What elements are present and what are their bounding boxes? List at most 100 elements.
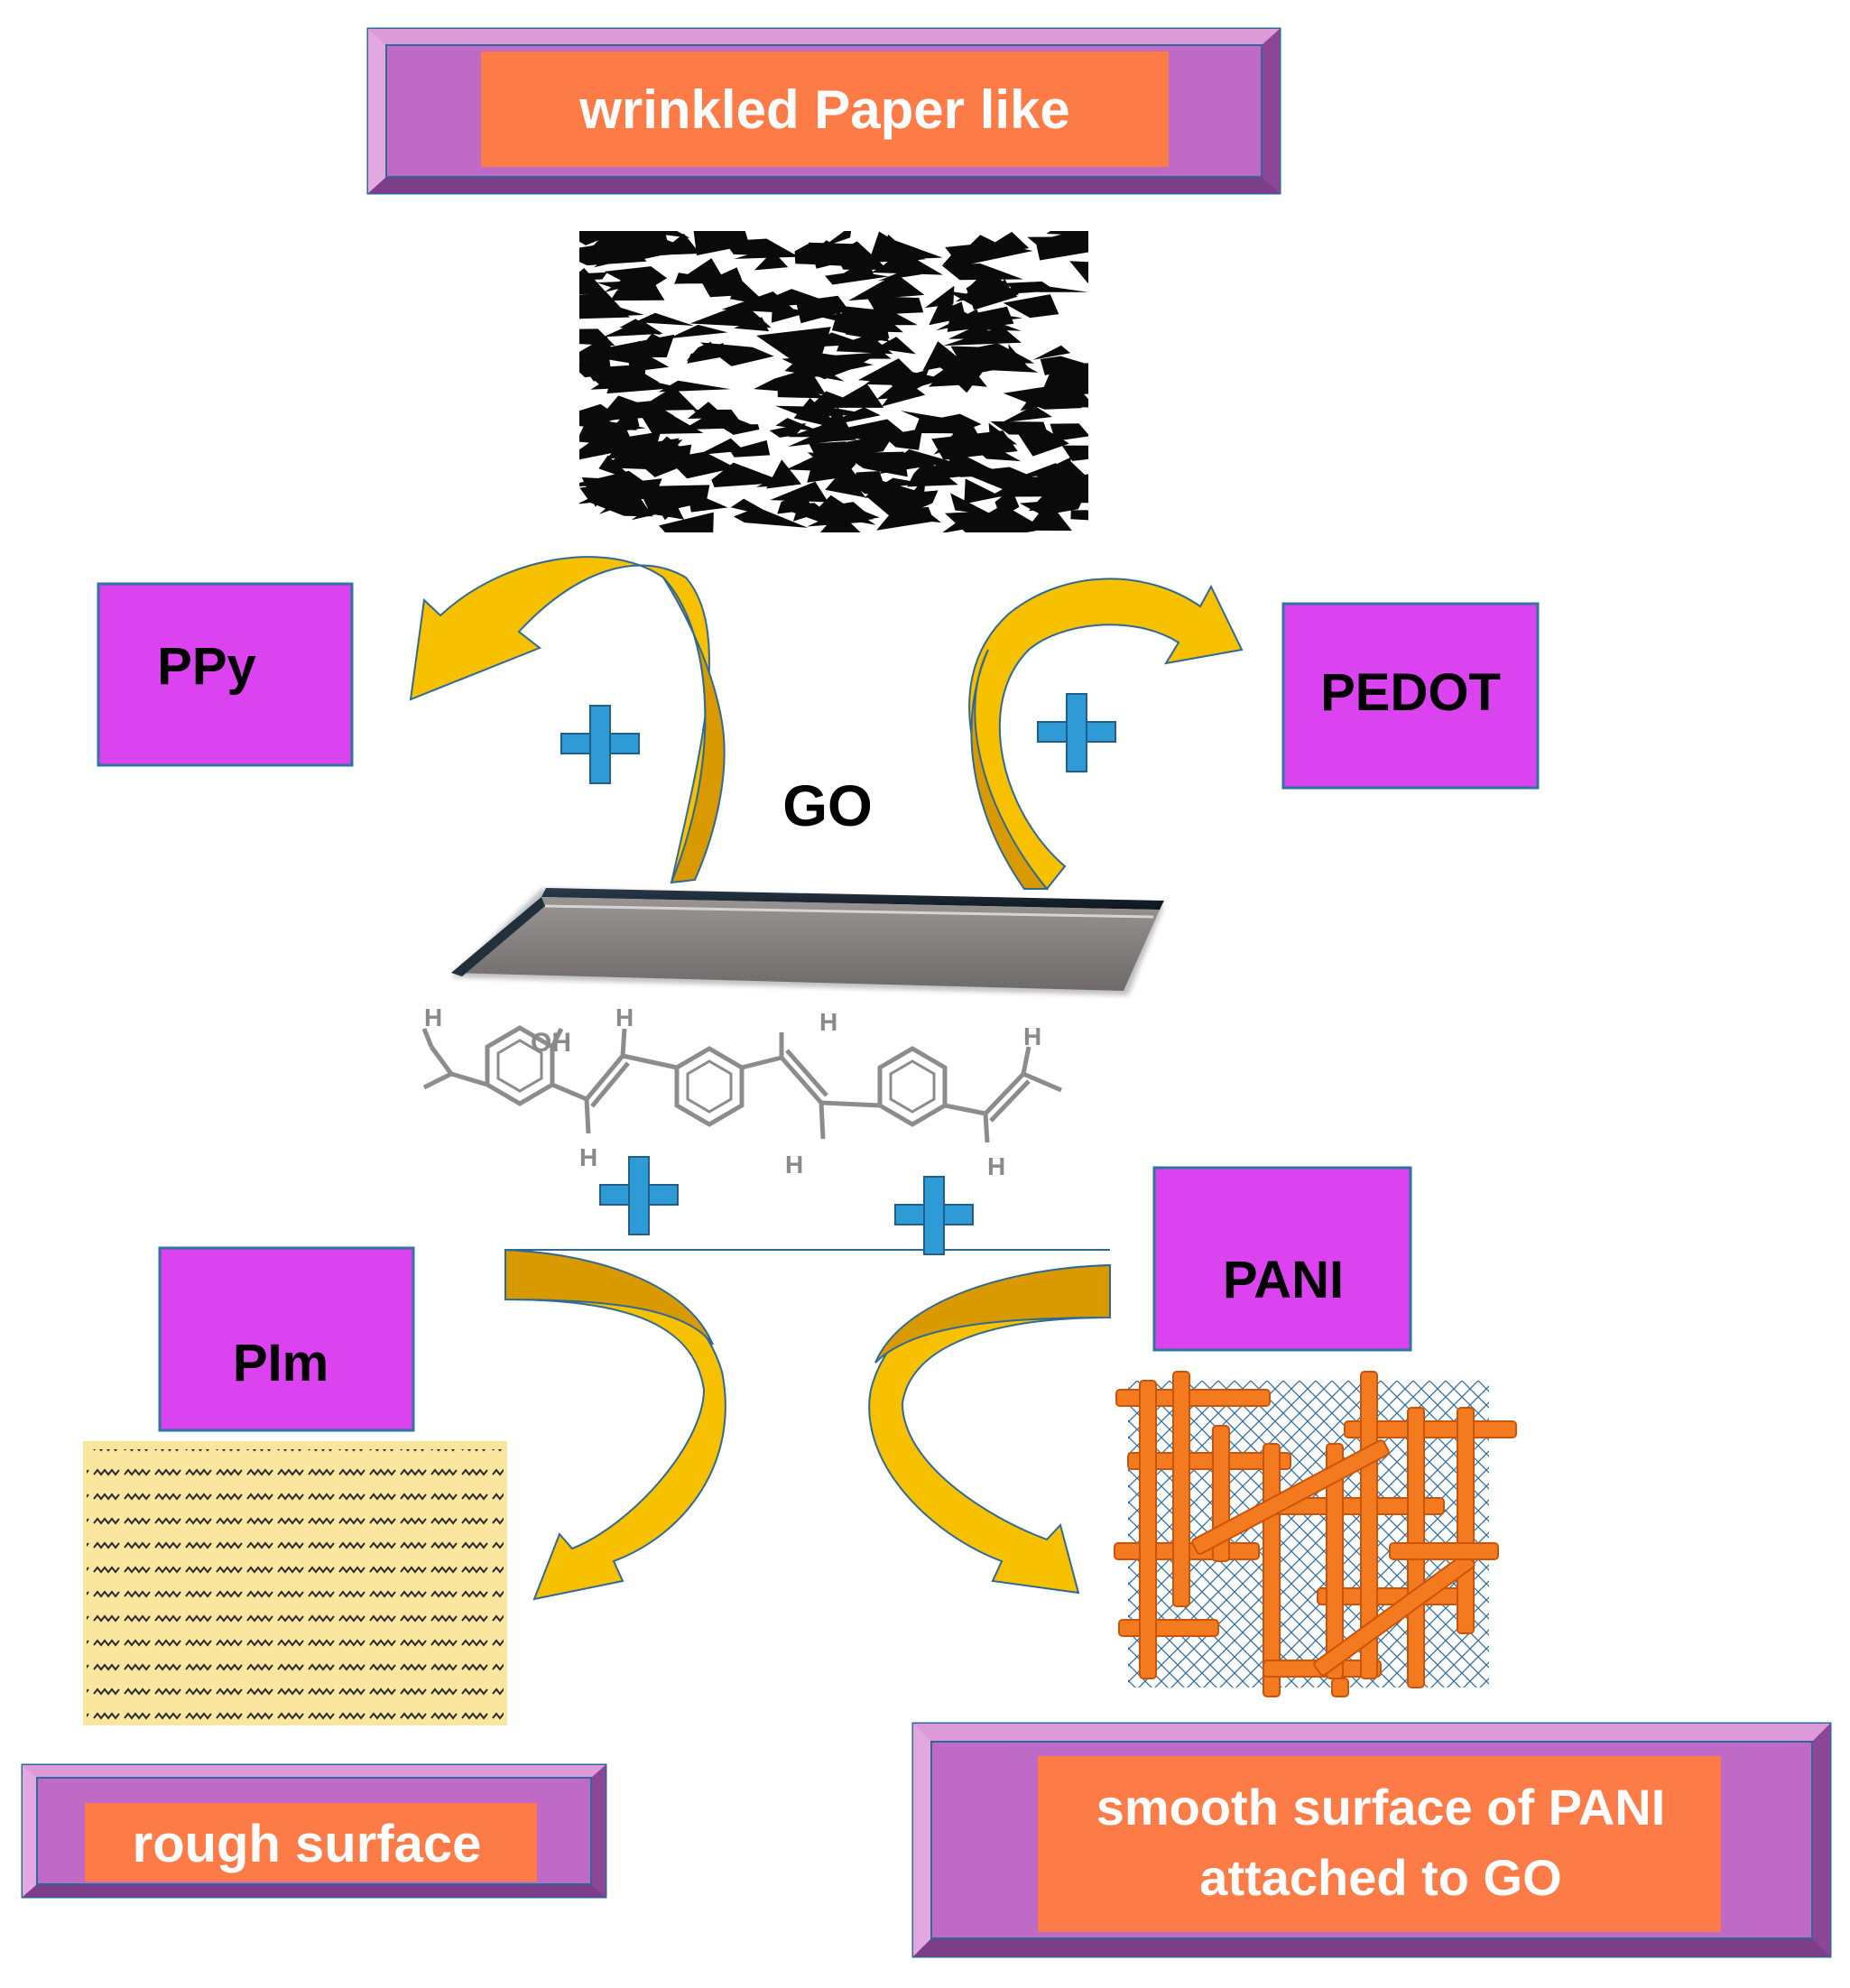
paper-shard [964,478,1002,504]
paper-shard [579,291,630,319]
paper-shard [687,489,728,513]
paper-shard [890,503,941,522]
paper-shard [1001,405,1052,423]
paper-shard [659,512,714,532]
pani-rod [1127,1452,1291,1470]
paper-shard [625,231,691,264]
paper-shard [774,289,830,307]
paper-shard [862,350,892,359]
paper-shard [641,414,704,434]
paper-shard [988,422,1017,446]
paper-shard [948,442,981,455]
paper-shard [724,238,799,256]
paper-shard [871,253,943,275]
pani-rod [1457,1407,1475,1634]
banner-bottom-right-line2: attached to GO [1199,1849,1561,1906]
paper-shard [788,423,864,447]
paper-shard [994,489,1020,518]
paper-shard [972,443,1022,462]
go-label: GO [782,773,873,838]
paper-shard [1069,261,1088,283]
paper-shard [845,503,880,522]
paper-shard [1063,368,1088,392]
banner-smooth-surface: smooth surface of PANI attached to GO [911,1722,1832,1958]
paper-shard [828,458,865,485]
paper-shard [866,490,939,520]
paper-shard [1005,281,1057,293]
paper-shard [913,414,961,434]
box-pim-label: PIm [233,1334,328,1392]
paper-shard [579,470,649,486]
banner-bottom-right-line1: smooth surface of PANI [1096,1779,1666,1835]
paper-shard [1061,445,1088,461]
paper-shard [901,411,976,434]
paper-shard [579,239,647,266]
paper-shard [616,340,666,358]
plus-icon [894,1176,974,1255]
paper-shard [793,397,843,430]
paper-shard [957,347,1039,373]
paper-shard [652,487,679,521]
paper-shard [1028,489,1075,512]
paper-shard [610,279,665,301]
paper-shard [990,421,1049,435]
pani-rod-network [1114,1371,1517,1697]
paper-shard [730,498,780,519]
paper-shard [1018,427,1069,457]
go-plate [451,888,1164,995]
paper-shard [634,312,695,326]
paper-shard [966,272,1005,296]
box-pani-label: PANI [1223,1251,1344,1309]
structure-atom-labels: H OH H H H H H H [424,1003,1041,1180]
paper-shard [598,491,634,514]
rough-surface-image [83,1441,507,1725]
arrow-to-rough-surface [504,1248,1110,1601]
paper-shard [954,453,994,471]
paper-shard [784,356,845,382]
paper-shard [641,333,669,347]
paper-shard [853,471,884,491]
paper-shard [825,384,884,408]
paper-shard [712,267,743,281]
atom-h: H [615,1003,634,1031]
paper-shard [702,275,743,298]
paper-shard [1040,356,1088,375]
arrow-to-smooth-surface [868,1263,1111,1595]
atom-h: H [819,1008,837,1036]
paper-shard [668,324,728,339]
paper-shard [907,459,958,487]
paper-shard [942,510,993,532]
paper-shard [985,515,1036,532]
paper-shard [878,448,954,475]
paper-shard [1070,510,1088,521]
paper-shard [594,395,661,424]
paper-shard [598,455,637,483]
box-pedot: PEDOT [1281,602,1540,790]
paper-shard [580,365,660,384]
arrow-to-pedot [968,578,1244,891]
banner-top-text: wrinkled Paper like [578,79,1070,140]
paper-shard [834,241,889,270]
paper-shard [809,441,856,460]
paper-shard [674,273,731,284]
paper-shard [1050,423,1088,441]
paper-shard [579,336,615,359]
paper-shard [579,231,613,245]
paper-shard [579,268,606,295]
paper-shard [1035,231,1088,261]
atom-h: H [579,1143,597,1171]
paper-shard [634,386,698,411]
pani-rod [1331,1678,1349,1697]
paper-shard [875,477,924,489]
paper-shard [881,378,926,407]
paper-shard [848,273,925,301]
pani-rod [1191,1439,1390,1555]
paper-shard [958,235,1014,256]
paper-shard [689,302,772,328]
box-pani: PANI [1152,1166,1412,1352]
paper-shard [775,418,823,433]
paper-shard [837,334,893,355]
paper-shard [924,285,955,309]
pani-rod [1263,1443,1281,1697]
paper-shard [1024,476,1088,495]
